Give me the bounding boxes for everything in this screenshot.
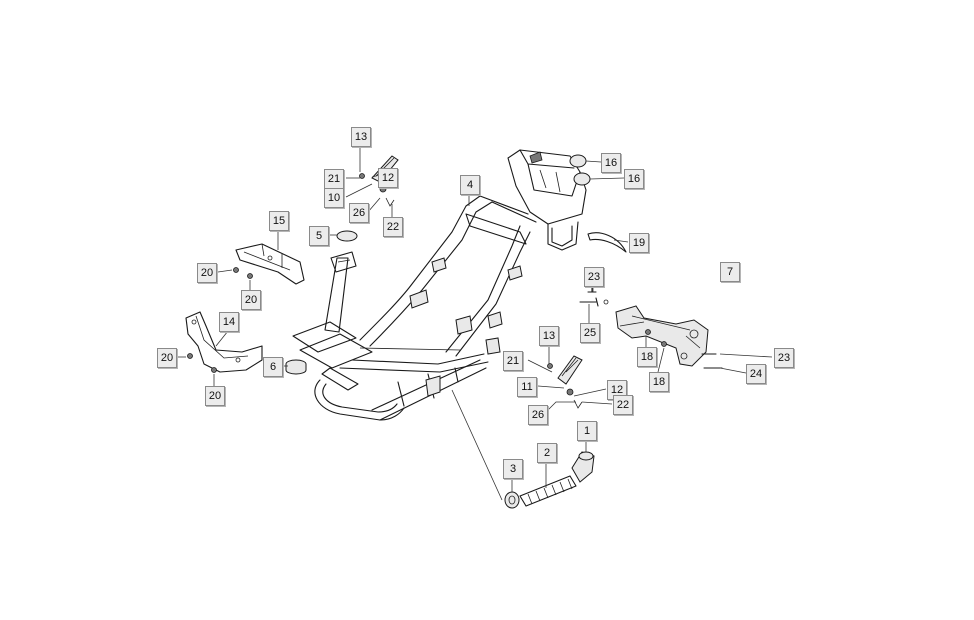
callout-25[interactable]: 25 — [580, 323, 600, 343]
callout-16-b[interactable]: 16 — [624, 169, 644, 189]
callout-13-bottom[interactable]: 13 — [539, 326, 559, 346]
callout-22-top[interactable]: 22 — [383, 217, 403, 237]
callout-20-c[interactable]: 20 — [157, 348, 177, 368]
callout-11[interactable]: 11 — [517, 377, 537, 397]
callout-18-a[interactable]: 18 — [637, 347, 657, 367]
leader-lines — [178, 146, 773, 501]
main-frame — [292, 149, 587, 421]
callout-10[interactable]: 10 — [324, 188, 344, 208]
callout-4[interactable]: 4 — [460, 175, 480, 195]
part-13-footrest-bottom — [547, 355, 583, 409]
callout-26-bottom[interactable]: 26 — [528, 405, 548, 425]
callout-22-bottom[interactable]: 22 — [613, 395, 633, 415]
callout-13-top[interactable]: 13 — [351, 127, 371, 147]
part-2-corrugated-hose — [519, 475, 577, 507]
callout-14[interactable]: 14 — [219, 312, 239, 332]
callout-1[interactable]: 1 — [577, 421, 597, 441]
callout-3[interactable]: 3 — [503, 459, 523, 479]
callout-6[interactable]: 6 — [263, 357, 283, 377]
callout-24[interactable]: 24 — [746, 364, 766, 384]
callout-23-b[interactable]: 23 — [774, 348, 794, 368]
part-16-cap — [573, 172, 591, 186]
callout-21-bottom[interactable]: 21 — [503, 351, 523, 371]
part-20-nut — [233, 267, 239, 273]
part-6-rubber-mount — [285, 359, 307, 375]
part-19-band — [587, 232, 627, 253]
part-20-nut — [247, 273, 253, 279]
callout-26-top[interactable]: 26 — [349, 203, 369, 223]
part-15-bracket — [235, 243, 305, 285]
part-7-stand-assembly — [579, 277, 723, 369]
callout-2[interactable]: 2 — [537, 443, 557, 463]
callout-19[interactable]: 19 — [629, 233, 649, 253]
callout-12-top[interactable]: 12 — [378, 168, 398, 188]
part-1-hose-elbow — [571, 451, 595, 483]
callout-7[interactable]: 7 — [720, 262, 740, 282]
callout-5[interactable]: 5 — [309, 226, 329, 246]
part-3-hose-ring — [504, 491, 520, 509]
callout-20-d[interactable]: 20 — [205, 386, 225, 406]
callout-20-b[interactable]: 20 — [241, 290, 261, 310]
part-16-cap — [569, 154, 587, 168]
part-20-nut — [211, 367, 217, 373]
callout-23-a[interactable]: 23 — [584, 267, 604, 287]
part-14-bracket — [185, 311, 263, 373]
callout-16-a[interactable]: 16 — [601, 153, 621, 173]
callout-20-a[interactable]: 20 — [197, 263, 217, 283]
callout-21-top[interactable]: 21 — [324, 169, 344, 189]
callout-18-b[interactable]: 18 — [649, 372, 669, 392]
part-20-nut — [187, 353, 193, 359]
part-5-grommet — [336, 230, 358, 242]
callout-15[interactable]: 15 — [269, 211, 289, 231]
